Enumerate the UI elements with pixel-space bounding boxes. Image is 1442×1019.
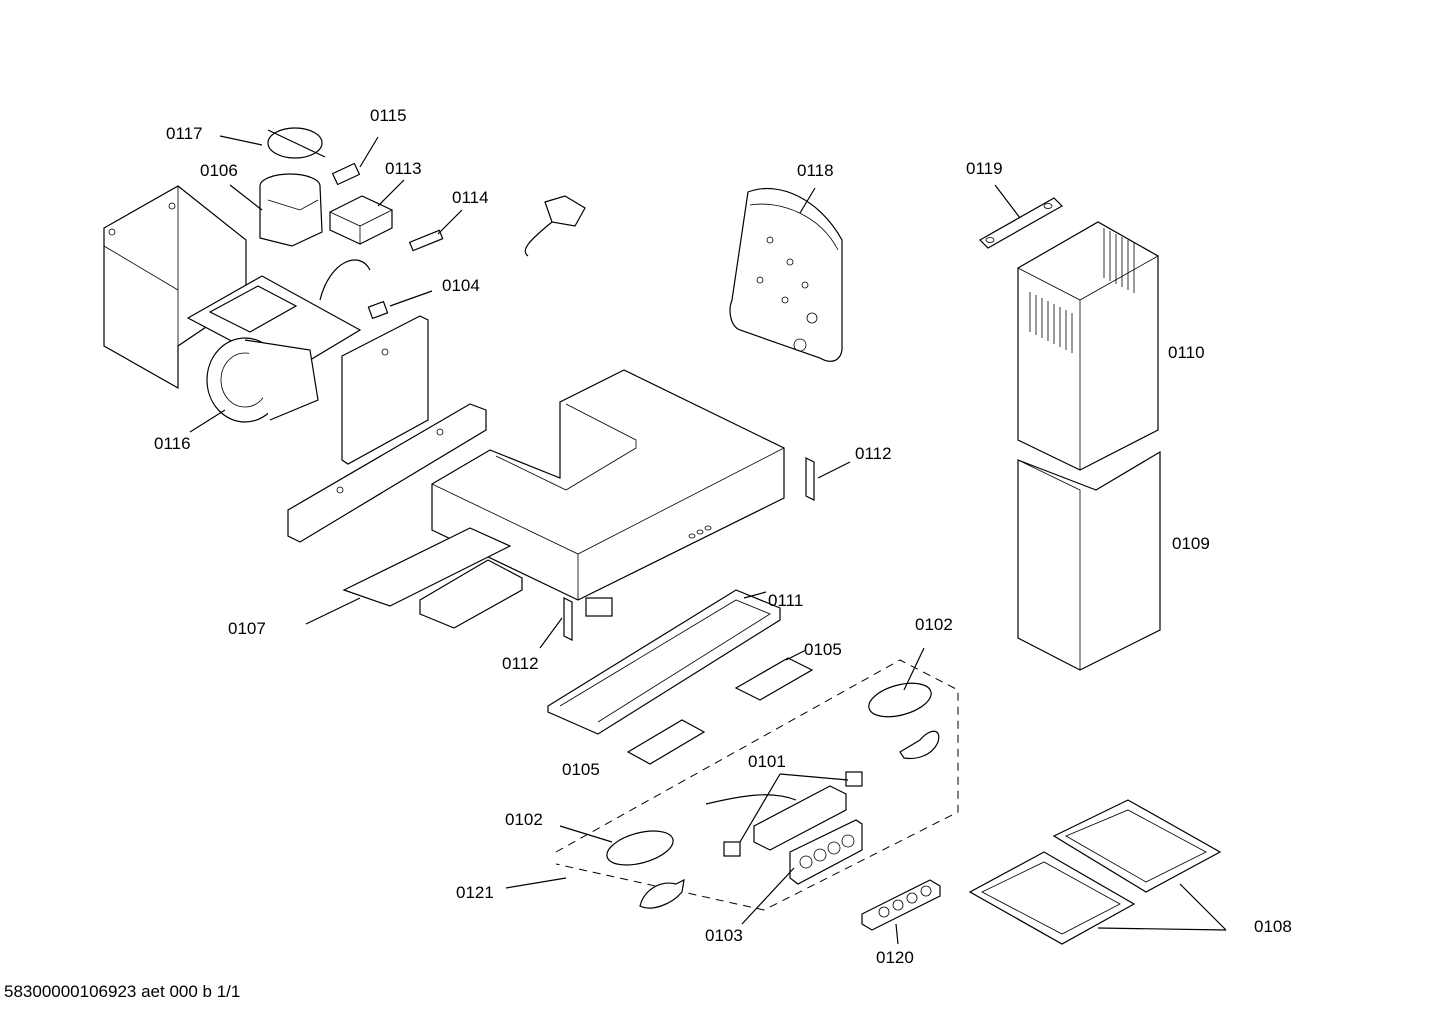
label-0112-left: 0112 bbox=[502, 654, 539, 673]
part-0117-flap bbox=[219, 127, 326, 159]
part-0112-clip-left bbox=[539, 597, 573, 649]
part-0110-upper-chimney bbox=[1017, 221, 1159, 471]
label-0119: 0119 bbox=[966, 159, 1003, 178]
part-0106-air-outlet bbox=[229, 173, 323, 247]
label-0120: 0120 bbox=[876, 948, 914, 967]
part-0103-switch bbox=[741, 819, 863, 925]
part-0104-clip bbox=[367, 290, 433, 320]
label-0116: 0116 bbox=[154, 434, 191, 453]
part-0112-clip-right bbox=[805, 457, 851, 501]
label-0104: 0104 bbox=[442, 276, 480, 295]
part-0120-button-strip bbox=[861, 879, 941, 945]
part-left-side-panel bbox=[103, 185, 247, 390]
part-0118-hardware-bag bbox=[729, 187, 843, 362]
part-rear-rail bbox=[287, 403, 487, 543]
part-bulb-left bbox=[639, 878, 685, 909]
label-0114: 0114 bbox=[452, 188, 489, 207]
part-0116-fan-motor bbox=[186, 259, 371, 433]
part-0101-lamp-holders bbox=[705, 771, 863, 857]
label-0111: 0111 bbox=[768, 591, 804, 610]
part-power-plug bbox=[524, 195, 586, 257]
part-0102-lamp-cover-right bbox=[868, 647, 932, 718]
label-0101: 0101 bbox=[748, 752, 786, 771]
part-0111-filter-frame bbox=[547, 589, 781, 735]
label-0105-right: 0105 bbox=[804, 640, 842, 659]
label-0112-right: 0112 bbox=[855, 444, 892, 463]
part-bulb-right bbox=[899, 730, 940, 760]
part-0107-cover bbox=[305, 527, 523, 629]
label-0106: 0106 bbox=[200, 161, 238, 180]
part-0105-cassette-right bbox=[734, 649, 814, 701]
part-0113-box bbox=[329, 179, 405, 245]
label-0103: 0103 bbox=[705, 926, 743, 945]
label-0110: 0110 bbox=[1168, 343, 1205, 362]
part-0115-capacitor bbox=[331, 136, 379, 186]
part-0102-lamp-cover-left bbox=[559, 825, 674, 866]
label-0113: 0113 bbox=[385, 159, 422, 178]
part-0105-cassette-left bbox=[626, 719, 706, 765]
part-right-side-panel bbox=[341, 315, 429, 465]
label-0102-left: 0102 bbox=[505, 810, 543, 829]
drawing-reference: 58300000106923 aet 000 b 1/1 bbox=[4, 982, 241, 1001]
part-hood-body bbox=[431, 369, 785, 617]
label-0107: 0107 bbox=[228, 619, 266, 638]
part-0121-light-tray bbox=[505, 659, 959, 911]
part-0119-bracket bbox=[979, 184, 1063, 249]
part-0109-lower-chimney bbox=[1017, 450, 1161, 671]
label-0121: 0121 bbox=[456, 883, 494, 902]
label-0118: 0118 bbox=[797, 161, 834, 180]
part-0108-grease-filters bbox=[968, 799, 1227, 945]
label-0117: 0117 bbox=[166, 124, 203, 143]
label-0109: 0109 bbox=[1172, 534, 1210, 553]
part-0114-terminal bbox=[408, 209, 463, 252]
label-0115: 0115 bbox=[370, 106, 407, 125]
label-0102-right: 0102 bbox=[915, 615, 953, 634]
label-0108: 0108 bbox=[1254, 917, 1292, 936]
label-0105-left: 0105 bbox=[562, 760, 600, 779]
